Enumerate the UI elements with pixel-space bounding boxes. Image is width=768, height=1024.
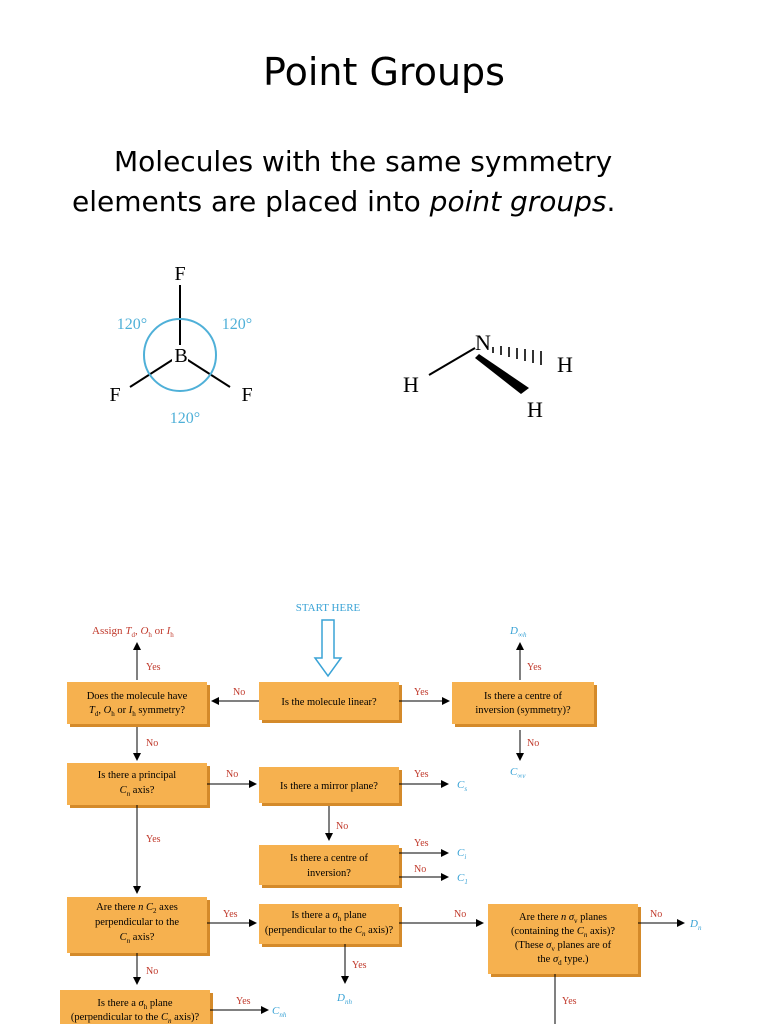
start-label: START HERE — [296, 602, 361, 614]
svg-text:Is there a σh plane: Is there a σh plane — [97, 998, 172, 1011]
bf3-angle-right: 120° — [222, 316, 252, 333]
point-group-flowchart: START HERE Assign Td, Oh or Ih Yes D∞h Y… — [60, 602, 702, 1024]
box-nc2: Are there n C2 axes perpendicular to the… — [67, 897, 210, 956]
result-ci: Ci — [457, 847, 466, 861]
svg-text:No: No — [146, 966, 158, 977]
svg-text:Cn axis?: Cn axis? — [120, 785, 155, 798]
result-dnh: Dnh — [336, 992, 352, 1006]
bf3-atom-top: F — [174, 263, 185, 285]
bf3-atom-right: F — [241, 384, 252, 406]
result-dinfh: D∞h — [509, 625, 527, 639]
box-tdohih: Does the molecule have Td, Oh or Ih symm… — [67, 682, 210, 727]
bf3-angle-left: 120° — [117, 316, 147, 333]
box-linear: Is the molecule linear? — [259, 682, 402, 723]
svg-text:No: No — [336, 821, 348, 832]
svg-text:(perpendicular to the Cn axis): (perpendicular to the Cn axis)? — [265, 925, 394, 938]
svg-text:Yes: Yes — [562, 996, 577, 1007]
svg-text:No: No — [527, 738, 539, 749]
nh3-atom-center: N — [475, 330, 491, 355]
svg-text:No: No — [226, 769, 238, 780]
page-title: Point Groups — [263, 50, 505, 94]
svg-text:inversion (symmetry)?: inversion (symmetry)? — [475, 705, 571, 716]
intro-text: Molecules with the same symmetry element… — [72, 142, 712, 222]
svg-text:No: No — [414, 864, 426, 875]
svg-text:Yes: Yes — [414, 838, 429, 849]
svg-text:Yes: Yes — [352, 960, 367, 971]
svg-text:inversion?: inversion? — [307, 868, 351, 879]
box-principal: Is there a principal Cn axis? — [67, 763, 210, 808]
svg-text:No: No — [650, 909, 662, 920]
svg-text:Yes: Yes — [223, 909, 238, 920]
svg-text:perpendicular to the: perpendicular to the — [95, 917, 179, 928]
nh3-atom-bottom: H — [527, 397, 543, 422]
intro-line-1: Molecules with the same symmetry — [114, 145, 613, 178]
intro-line-2: elements are placed into point groups. — [72, 185, 616, 218]
svg-text:Yes: Yes — [146, 834, 161, 845]
bf3-diagram: F B F F 120° 120° 120° — [109, 263, 252, 427]
nh3-atom-right: H — [557, 352, 573, 377]
bf3-atom-left: F — [109, 384, 120, 406]
svg-text:No: No — [454, 909, 466, 920]
box-inversion: Is there a centre of inversion? — [259, 845, 402, 888]
svg-text:Yes: Yes — [527, 662, 542, 673]
svg-text:(These σv planes are of: (These σv planes are of — [515, 940, 612, 953]
box-inversion-linear: Is there a centre of inversion (symmetry… — [452, 682, 597, 727]
svg-text:No: No — [233, 687, 245, 698]
bf3-atom-center: B — [174, 345, 187, 367]
svg-text:Yes: Yes — [414, 769, 429, 780]
svg-text:Is there a σh plane: Is there a σh plane — [291, 910, 366, 923]
result-dn: Dn — [689, 918, 702, 932]
svg-text:Cn axis?: Cn axis? — [120, 932, 155, 945]
nh3-atom-left: H — [403, 372, 419, 397]
svg-text:Is there a mirror plane?: Is there a mirror plane? — [280, 781, 378, 792]
start-arrow — [313, 619, 343, 678]
box-sigma-h-2: Is there a σh plane (perpendicular to th… — [60, 990, 213, 1024]
box-mirror: Is there a mirror plane? — [259, 767, 402, 806]
svg-text:Is there a centre of: Is there a centre of — [484, 691, 563, 702]
svg-text:Are there n σv planes: Are there n σv planes — [519, 912, 607, 925]
nh3-diagram: N H H H — [403, 330, 573, 422]
svg-text:Is there a principal: Is there a principal — [98, 770, 177, 781]
bf3-angle-bottom: 120° — [170, 410, 200, 427]
svg-text:Yes: Yes — [414, 687, 429, 698]
svg-text:(containing the Cn axis)?: (containing the Cn axis)? — [511, 926, 615, 939]
box-sigma-v: Are there n σv planes (containing the Cn… — [488, 904, 641, 977]
svg-text:Yes: Yes — [146, 662, 161, 673]
svg-text:Is the molecule linear?: Is the molecule linear? — [281, 697, 377, 708]
svg-text:No: No — [146, 738, 158, 749]
svg-text:the σd type.): the σd type.) — [538, 954, 589, 967]
svg-text:Td, Oh or Ih symmetry?: Td, Oh or Ih symmetry? — [89, 705, 185, 718]
box-sigma-h: Is there a σh plane (perpendicular to th… — [259, 904, 402, 947]
result-cnh: Cnh — [272, 1005, 287, 1019]
svg-text:Are there n C2 axes: Are there n C2 axes — [96, 902, 178, 915]
svg-text:Yes: Yes — [236, 996, 251, 1007]
svg-text:Is there a centre of: Is there a centre of — [290, 853, 369, 864]
intro-emphasis: point groups — [429, 185, 607, 218]
result-cinfv: C∞v — [510, 766, 526, 780]
result-c1: C1 — [457, 872, 468, 886]
assign-result: Assign Td, Oh or Ih — [92, 625, 174, 639]
result-cs: Cs — [457, 779, 467, 793]
svg-text:(perpendicular to the Cn axis): (perpendicular to the Cn axis)? — [71, 1012, 200, 1024]
svg-text:Does the molecule have: Does the molecule have — [87, 691, 188, 702]
